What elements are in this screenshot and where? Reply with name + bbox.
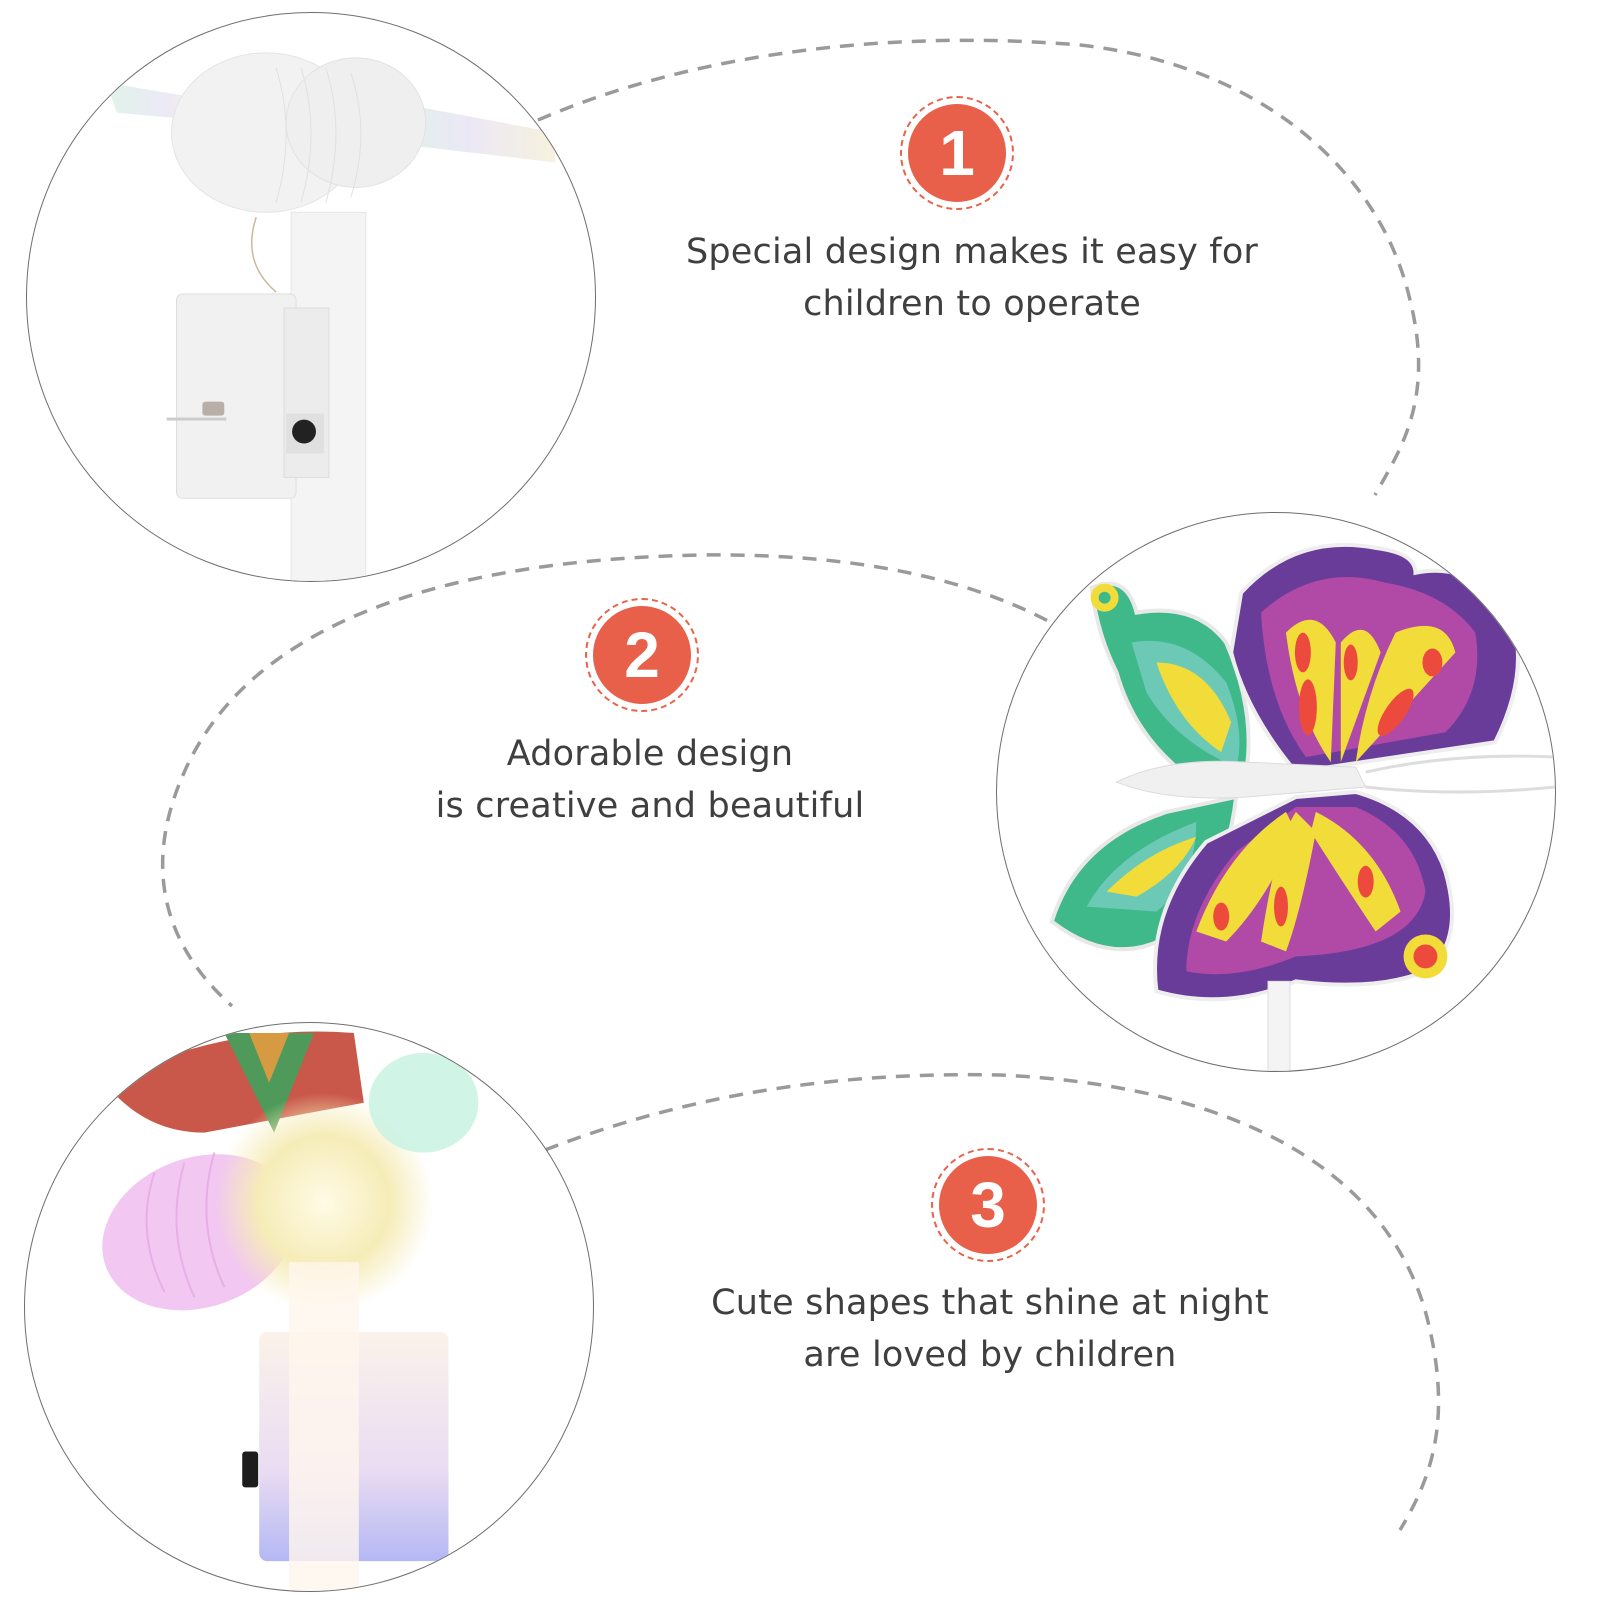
caption-2-line-1: Adorable design bbox=[506, 734, 794, 774]
step-number-1: 1 bbox=[908, 104, 1006, 202]
feature-caption-2: Adorable design is creative and beautifu… bbox=[390, 728, 910, 832]
caption-1-line-1: Special design makes it easy for bbox=[685, 232, 1259, 272]
feature-photo-2 bbox=[996, 512, 1556, 1072]
battery-box-illustration bbox=[106, 52, 556, 581]
caption-3-line-1: Cute shapes that shine at night bbox=[711, 1283, 1269, 1323]
glowing-butterfly-illustration bbox=[102, 1031, 479, 1591]
step-badge-1: 1 bbox=[900, 96, 1014, 210]
caption-1-line-2: children to operate bbox=[803, 284, 1141, 324]
step-number-3: 3 bbox=[939, 1156, 1037, 1254]
feature-photo-1 bbox=[26, 12, 596, 582]
feature-caption-3: Cute shapes that shine at night are love… bbox=[690, 1277, 1290, 1381]
feature-caption-1: Special design makes it easy for childre… bbox=[672, 226, 1272, 330]
caption-2-line-2: is creative and beautiful bbox=[435, 786, 865, 826]
step-number-2: 2 bbox=[593, 606, 691, 704]
butterfly-illustration bbox=[1049, 542, 1555, 1071]
caption-3-line-2: are loved by children bbox=[803, 1335, 1177, 1375]
step-badge-2: 2 bbox=[585, 598, 699, 712]
step-badge-3: 3 bbox=[931, 1148, 1045, 1262]
feature-photo-3 bbox=[24, 1022, 594, 1592]
